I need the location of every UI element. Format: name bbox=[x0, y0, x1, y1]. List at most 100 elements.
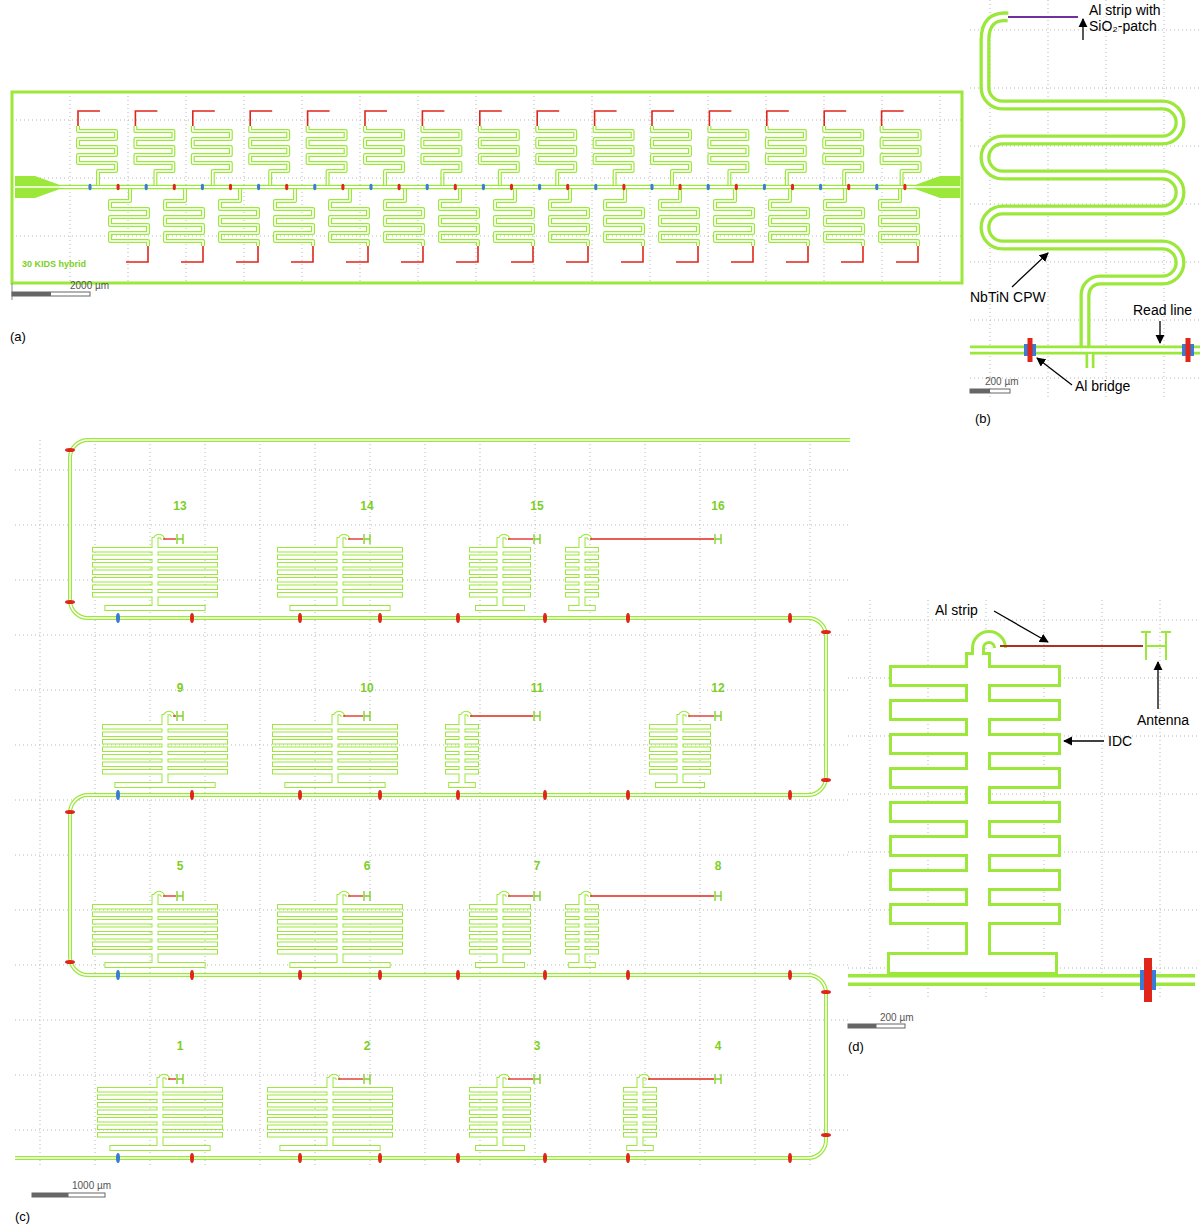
al-bridge bbox=[538, 184, 541, 190]
idc-outline bbox=[892, 838, 978, 854]
nbtin-cpw bbox=[385, 189, 423, 246]
idc-outline bbox=[624, 1118, 640, 1122]
idc-outline bbox=[280, 1146, 379, 1150]
idc-outline bbox=[278, 548, 340, 552]
idc-fill bbox=[103, 770, 165, 774]
annotation-label: Al strip bbox=[935, 602, 978, 618]
al-bridge bbox=[456, 1153, 460, 1163]
idc-outline bbox=[470, 548, 500, 552]
al-bridge bbox=[398, 184, 401, 190]
idc-outline bbox=[462, 763, 478, 767]
idc-outline bbox=[105, 963, 204, 967]
idc-outline bbox=[93, 593, 155, 597]
idc-fill bbox=[160, 1096, 222, 1100]
cpw-gap bbox=[220, 189, 258, 246]
idc-fill bbox=[500, 548, 530, 552]
al-strip bbox=[824, 111, 846, 126]
panel-letter: (b) bbox=[975, 412, 991, 427]
al-bridge bbox=[456, 790, 460, 800]
resonator-number: 8 bbox=[715, 860, 722, 874]
idc-fill bbox=[892, 804, 978, 820]
idc-fill bbox=[500, 1133, 530, 1137]
idc-fill bbox=[446, 748, 462, 752]
idc-fill bbox=[98, 1111, 160, 1115]
idc-fill bbox=[978, 668, 1058, 684]
idc-outline bbox=[335, 725, 397, 729]
idc-fill bbox=[98, 1133, 160, 1137]
nbtin-cpw bbox=[15, 440, 850, 1158]
idc-outline bbox=[640, 1133, 656, 1137]
cpw-gap bbox=[537, 126, 575, 185]
nbtin-cpw bbox=[660, 189, 698, 246]
al-strip bbox=[163, 538, 176, 539]
idc-fill bbox=[93, 928, 155, 932]
idc-fill bbox=[892, 736, 978, 752]
al-strip bbox=[346, 246, 368, 262]
idc-outline bbox=[105, 606, 204, 610]
idc-fill bbox=[340, 943, 402, 947]
antenna bbox=[715, 891, 721, 901]
antenna bbox=[1141, 632, 1171, 660]
cpw-gap bbox=[882, 126, 920, 185]
idc-outline bbox=[446, 733, 462, 737]
al-bridge bbox=[229, 184, 232, 190]
idc-fill bbox=[93, 593, 155, 597]
cpw-gap bbox=[970, 348, 1200, 352]
idc-fill bbox=[624, 1118, 640, 1122]
al-strip bbox=[348, 895, 363, 896]
idc-outline bbox=[582, 556, 598, 560]
al-strip bbox=[621, 246, 643, 262]
idc-fill bbox=[165, 748, 227, 752]
idc-outline bbox=[330, 1088, 392, 1092]
idc-outline bbox=[340, 556, 402, 560]
idc-outline bbox=[155, 913, 217, 917]
kid-resonator bbox=[93, 534, 217, 610]
nbtin-cpw bbox=[220, 189, 258, 246]
idc-fill bbox=[470, 593, 500, 597]
al-bridge bbox=[145, 184, 148, 190]
idc-outline bbox=[268, 1133, 330, 1137]
idc-outline bbox=[446, 755, 462, 759]
idc-outline bbox=[340, 593, 402, 597]
idc-fill bbox=[470, 548, 500, 552]
launcher-gap bbox=[15, 186, 60, 188]
idc-outline bbox=[155, 593, 217, 597]
leader-arrow bbox=[994, 611, 1048, 642]
idc-outline bbox=[624, 1133, 640, 1137]
idc-fill bbox=[462, 748, 478, 752]
idc-outline bbox=[500, 548, 530, 552]
cpw-gap bbox=[880, 189, 918, 246]
al-strip bbox=[308, 111, 330, 126]
al-bridge bbox=[626, 1153, 630, 1163]
idc-outline bbox=[500, 1103, 530, 1107]
idc-outline bbox=[640, 1118, 656, 1122]
idc-fill bbox=[155, 586, 217, 590]
idc-outline bbox=[462, 770, 478, 774]
idc-fill bbox=[680, 740, 710, 744]
idc-outline bbox=[285, 783, 384, 787]
idc-fill bbox=[98, 1096, 160, 1100]
idc-fill bbox=[335, 740, 397, 744]
idc-fill bbox=[160, 1088, 222, 1092]
al-bridge bbox=[378, 1153, 382, 1163]
nbtin-cpw bbox=[135, 126, 173, 185]
idc-fill bbox=[273, 755, 335, 759]
al-bridge bbox=[116, 1153, 120, 1163]
nbtin-cpw bbox=[970, 346, 1200, 355]
idc-fill bbox=[335, 755, 397, 759]
idc-outline bbox=[93, 913, 155, 917]
al-bridge bbox=[65, 448, 75, 452]
idc-outline bbox=[470, 571, 500, 575]
grid-line bbox=[15, 745, 850, 746]
al-bridge bbox=[88, 184, 91, 190]
grid-line bbox=[1164, 0, 1165, 400]
cpw-gap bbox=[365, 126, 403, 185]
idc-fill bbox=[340, 913, 402, 917]
idc-fill bbox=[155, 563, 217, 567]
idc-fill bbox=[569, 606, 595, 610]
idc-fill bbox=[650, 755, 680, 759]
idc-fill bbox=[582, 905, 598, 909]
idc-fill bbox=[582, 935, 598, 939]
idc-fill bbox=[978, 872, 1058, 888]
idc-fill bbox=[278, 905, 340, 909]
